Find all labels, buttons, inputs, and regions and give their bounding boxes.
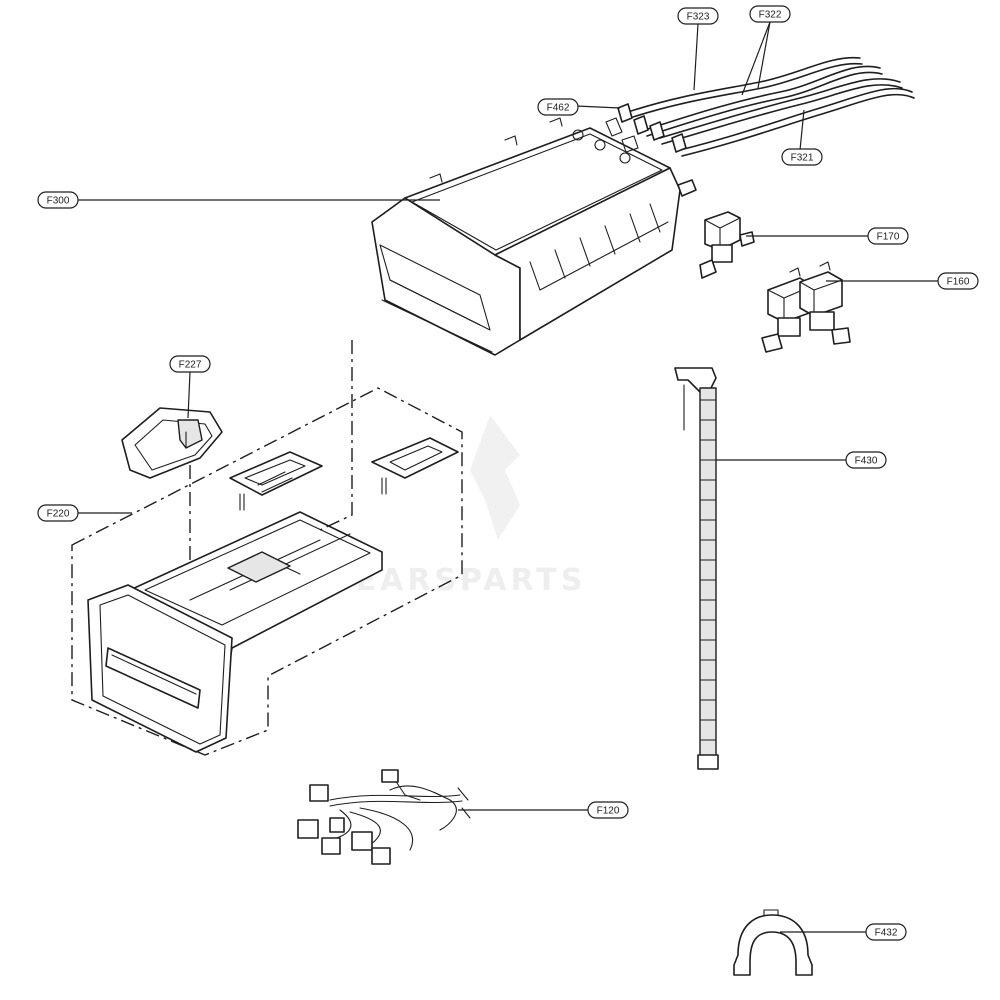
- drawer-assembly-outline: [71, 387, 463, 756]
- part-label-f432[interactable]: F432: [865, 923, 907, 941]
- softener-cap[interactable]: [121, 407, 223, 479]
- bleach-insert[interactable]: [229, 451, 323, 511]
- part-label-f430[interactable]: F430: [845, 451, 887, 469]
- part-label-f322[interactable]: F322: [749, 5, 791, 23]
- detergent-insert[interactable]: [371, 437, 459, 495]
- part-label-f323[interactable]: F323: [677, 7, 719, 25]
- part-label-f300[interactable]: F300: [37, 191, 79, 209]
- drawer-insert-line: [319, 340, 353, 531]
- dispenser-drawer[interactable]: [87, 511, 383, 753]
- part-label-f322-text: F322: [759, 10, 782, 21]
- part-label-f462-text: F462: [547, 103, 570, 114]
- part-label-f321[interactable]: F321: [781, 148, 823, 166]
- leader-lines: [78, 21, 938, 933]
- part-label-f120[interactable]: F120: [587, 801, 629, 819]
- part-label-f300-text: F300: [47, 196, 70, 207]
- hose-guide[interactable]: [733, 909, 813, 976]
- part-label-f430-text: F430: [855, 456, 878, 467]
- part-label-f432-text: F432: [875, 928, 898, 939]
- drain-hose[interactable]: [674, 367, 719, 770]
- water-valve-double[interactable]: [761, 261, 851, 353]
- part-label-f220[interactable]: F220: [37, 504, 79, 522]
- part-label-f227-text: F227: [179, 360, 202, 371]
- inlet-hoses[interactable]: [617, 56, 915, 157]
- part-label-f120-text: F120: [597, 806, 620, 817]
- dispenser-housing[interactable]: [371, 117, 697, 356]
- part-label-f321-text: F321: [791, 153, 814, 164]
- part-label-f170-text: F170: [877, 232, 900, 243]
- part-label-f160[interactable]: F160: [937, 272, 979, 290]
- part-label-f462[interactable]: F462: [537, 98, 579, 116]
- part-label-f220-text: F220: [47, 509, 70, 520]
- watermark: SEARSPARTS: [330, 415, 582, 598]
- part-label-f227[interactable]: F227: [169, 355, 211, 373]
- water-valve-single[interactable]: [699, 211, 755, 279]
- wire-harness[interactable]: [297, 769, 471, 865]
- part-label-f170[interactable]: F170: [867, 227, 909, 245]
- part-label-f323-text: F323: [687, 12, 710, 23]
- part-label-f160-text: F160: [947, 277, 970, 288]
